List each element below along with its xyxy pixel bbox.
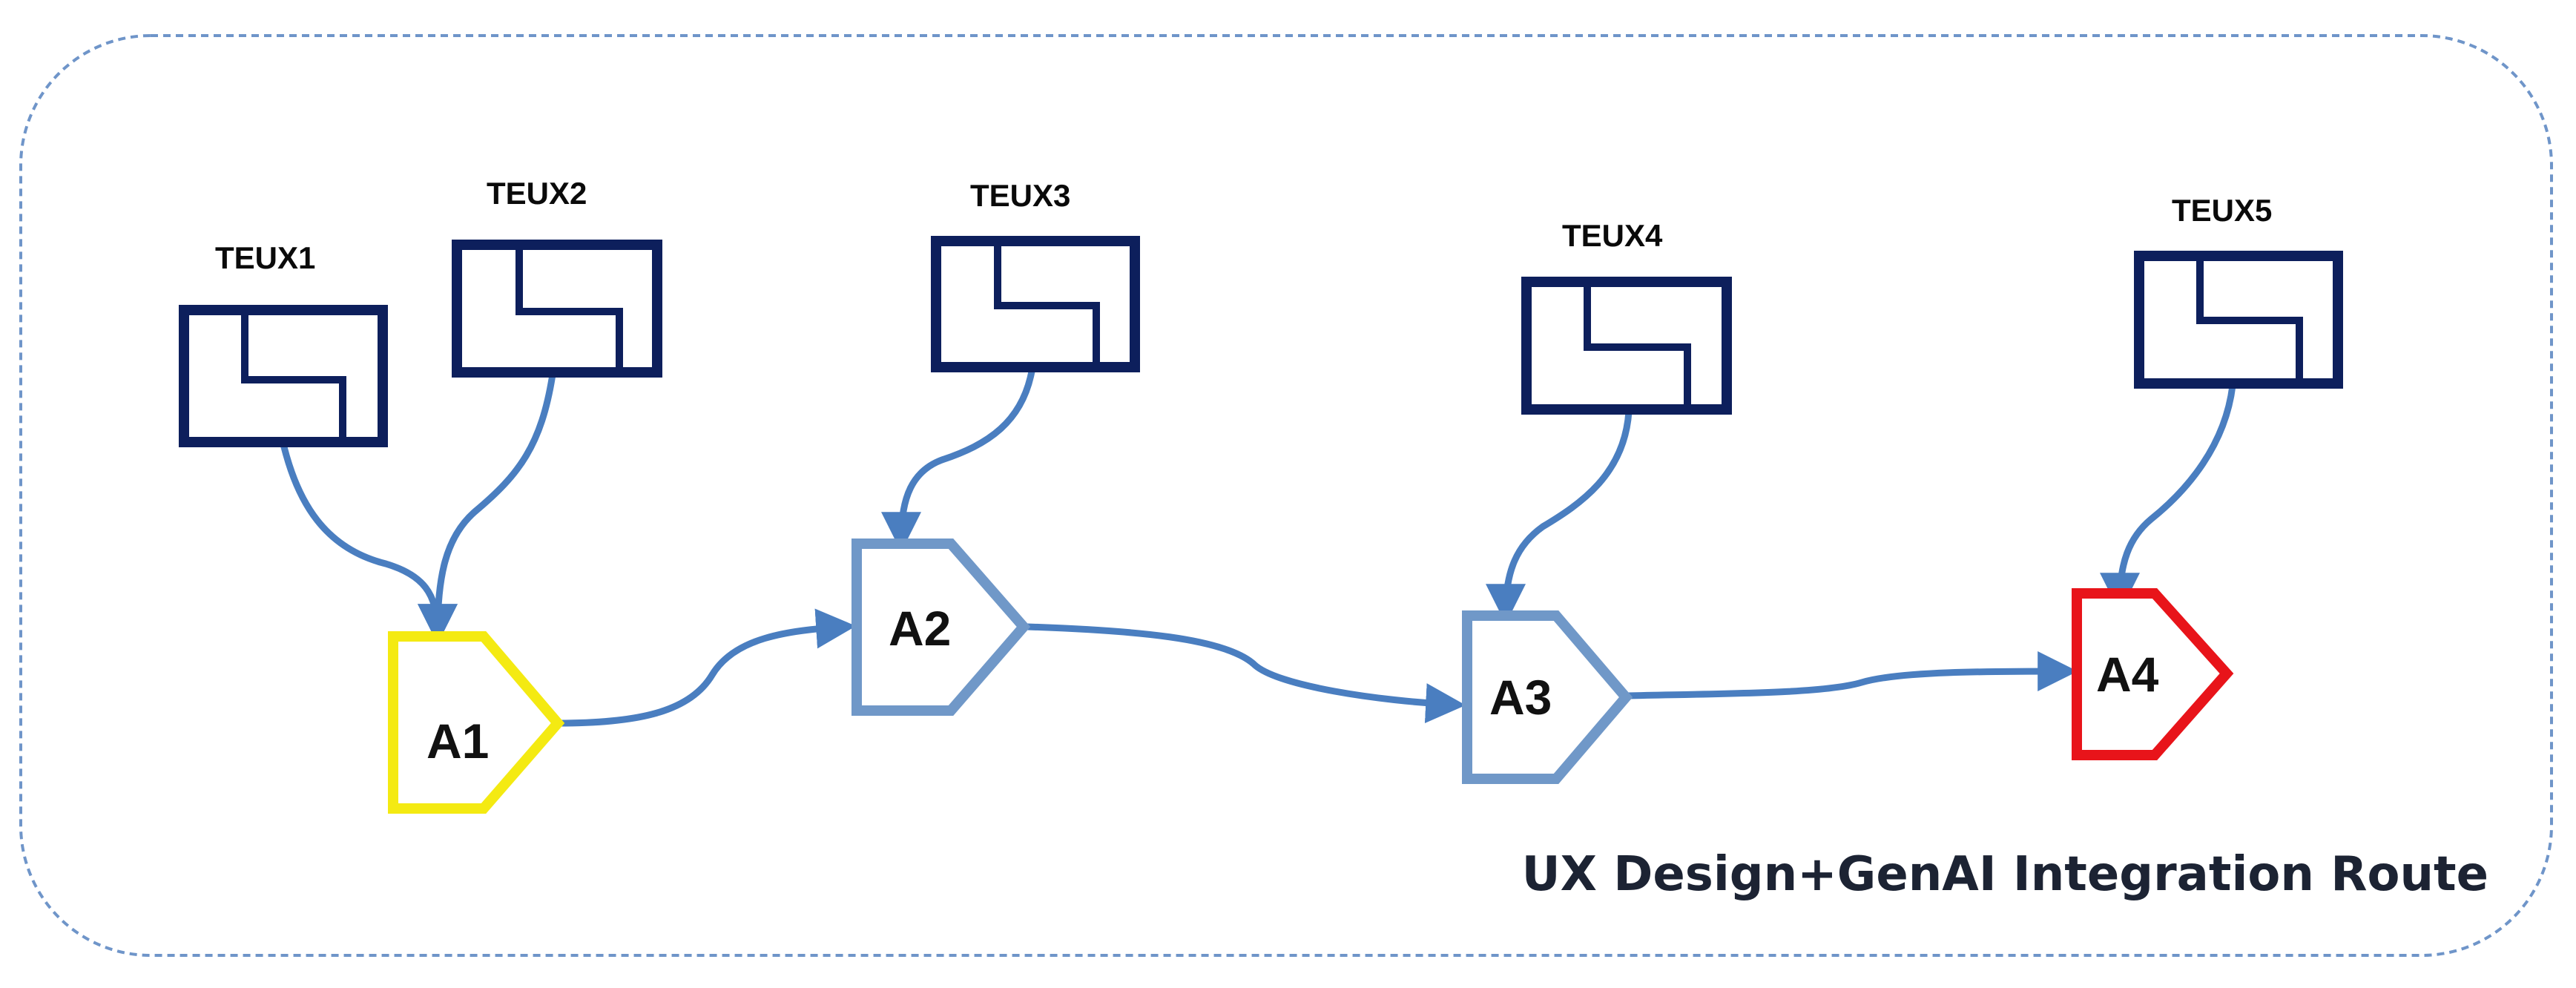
node-a3-label: A3 (1489, 670, 1552, 725)
node-a1-shape (388, 631, 565, 814)
teux2-glyph-icon (515, 250, 623, 367)
node-a2-label: A2 (889, 601, 951, 656)
teux3-group: TEUX3 (931, 178, 1140, 372)
teux2-group: TEUX2 (452, 176, 662, 378)
teux1-glyph-icon (241, 315, 346, 438)
node-a4-label: A4 (2096, 647, 2159, 702)
connector-teux2-a1 (418, 371, 556, 645)
teux5-box (2134, 251, 2343, 389)
teux3-box (931, 236, 1140, 372)
teux2-label: TEUX2 (487, 176, 587, 211)
teux3-glyph-icon (994, 246, 1100, 362)
teux5-group: TEUX5 (2134, 193, 2343, 389)
node-a2: A2 (851, 539, 1031, 716)
teux1-label: TEUX1 (215, 240, 315, 275)
connector-teux3-a2 (881, 363, 1036, 553)
node-a4: A4 (2072, 588, 2234, 760)
connector-a3-a4 (1624, 651, 2078, 699)
teux2-box (452, 240, 662, 378)
node-a3-shape (1462, 610, 1633, 784)
connector-teux5-a4 (2100, 382, 2236, 613)
connector-a2-a3 (1024, 623, 1466, 724)
node-a4-shape (2072, 588, 2234, 760)
teux4-glyph-icon (1584, 287, 1691, 404)
teux3-label: TEUX3 (970, 178, 1070, 213)
teux5-glyph-icon (2196, 261, 2303, 378)
connector-teux1-a1 (278, 434, 458, 645)
route-title: UX Design+GenAI Integration Route (1522, 847, 2488, 902)
connector-a1-a2 (554, 608, 857, 727)
teux4-box (1521, 277, 1732, 415)
teux5-label: TEUX5 (2172, 193, 2272, 228)
connector-teux4-a3 (1486, 408, 1633, 625)
route-frame (19, 34, 2553, 957)
teux4-label: TEUX4 (1562, 218, 1663, 253)
node-a1-label: A1 (426, 714, 489, 768)
teux1-box (179, 305, 388, 447)
node-a1: A1 (388, 631, 565, 814)
teux1-group: TEUX1 (179, 240, 388, 447)
node-a3: A3 (1462, 610, 1633, 784)
teux4-group: TEUX4 (1521, 218, 1732, 415)
node-a2-shape (851, 539, 1031, 716)
